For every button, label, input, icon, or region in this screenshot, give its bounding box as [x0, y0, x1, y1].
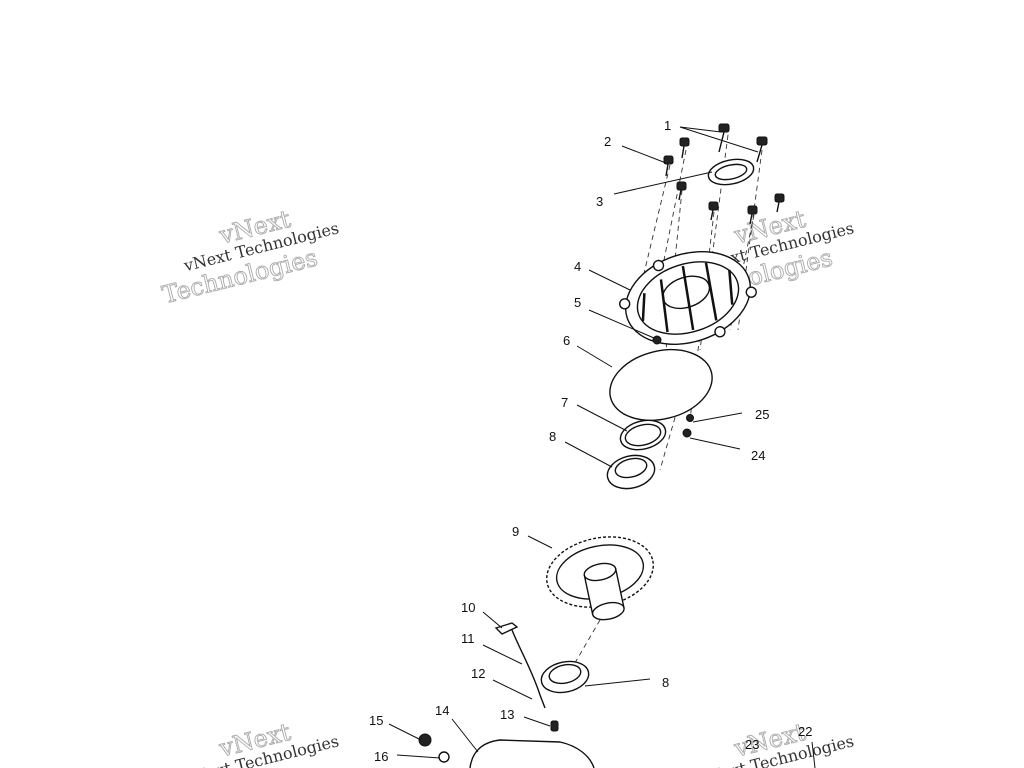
callout-9: 9: [512, 524, 519, 539]
part-14-housing: [469, 739, 595, 768]
callout-6: 6: [563, 333, 570, 348]
callout-labels: 1 2 3 4 5 6 7 8 9 10 11 12 8 13 14 15 16…: [369, 118, 812, 764]
part-5-plug: [652, 335, 662, 345]
part-4-housing-cover: [619, 251, 757, 345]
part-8-bearing-upper: [606, 454, 656, 490]
part-15-16-nuts: [418, 733, 450, 763]
callout-16: 16: [374, 749, 388, 764]
callout-22: 22: [798, 724, 812, 739]
callout-7: 7: [561, 395, 568, 410]
callout-8-upper: 8: [549, 429, 556, 444]
part-6-o-ring: [609, 348, 713, 422]
part-2-bolts: [663, 137, 785, 225]
callout-11: 11: [461, 631, 475, 646]
watermark-bottom-left: vNext vNext Technologies: [181, 717, 341, 768]
callout-1: 1: [664, 118, 671, 133]
callout-10: 10: [461, 600, 475, 615]
callout-13: 13: [500, 707, 514, 722]
part-3-seal: [707, 158, 755, 186]
watermark-top-left: vNext vNext Technologies Technologies: [159, 204, 341, 309]
part-10-breather-fitting: [494, 622, 519, 635]
callout-4: 4: [574, 259, 581, 274]
callout-5: 5: [574, 295, 581, 310]
part-7-shim: [619, 419, 667, 451]
callout-14: 14: [435, 703, 449, 718]
callout-23: 23: [745, 737, 759, 752]
watermark-bottom-right: vNext vNext Technologies: [696, 717, 856, 768]
part-1-bolts: [718, 123, 768, 163]
part-24-25-fittings: [682, 414, 694, 438]
part-8-bearing-lower: [540, 660, 590, 694]
callout-15: 15: [369, 713, 383, 728]
part-13-fitting: [550, 720, 559, 732]
callout-8-lower: 8: [662, 675, 669, 690]
part-11-12-tube: [511, 629, 546, 709]
callout-24: 24: [751, 448, 765, 463]
callout-2: 2: [604, 134, 611, 149]
callout-25: 25: [755, 407, 769, 422]
callout-3: 3: [596, 194, 603, 209]
leader-lines: [388, 126, 816, 768]
part-9-ring-gear: [546, 536, 654, 621]
callout-12: 12: [471, 666, 485, 681]
